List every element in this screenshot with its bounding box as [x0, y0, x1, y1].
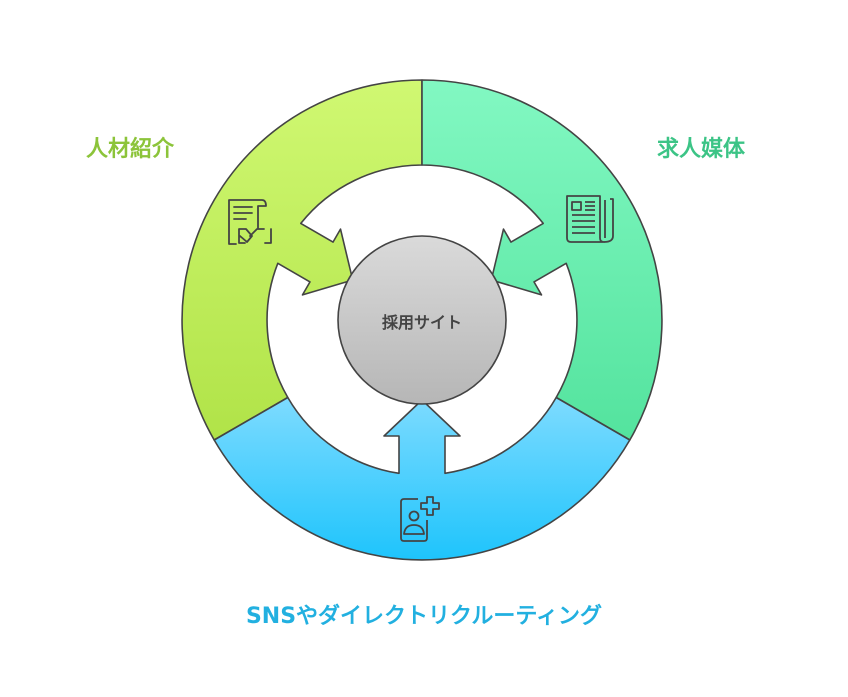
center-label: 採用サイト: [381, 313, 462, 332]
segment-sns-direct-recruiting: [213, 396, 631, 561]
add-profile-icon: [400, 496, 440, 542]
segment-job-media: [421, 79, 663, 441]
contract-handshake-icon: [228, 199, 272, 245]
label-job-media: 求人媒体: [657, 137, 746, 162]
label-sns-direct-recruiting: SNSやダイレクトリクルーティング: [245, 604, 603, 629]
newspaper-icon: [566, 195, 614, 243]
center-circle: [337, 235, 507, 405]
label-recruitment-agency: 人材紹介: [86, 137, 175, 162]
